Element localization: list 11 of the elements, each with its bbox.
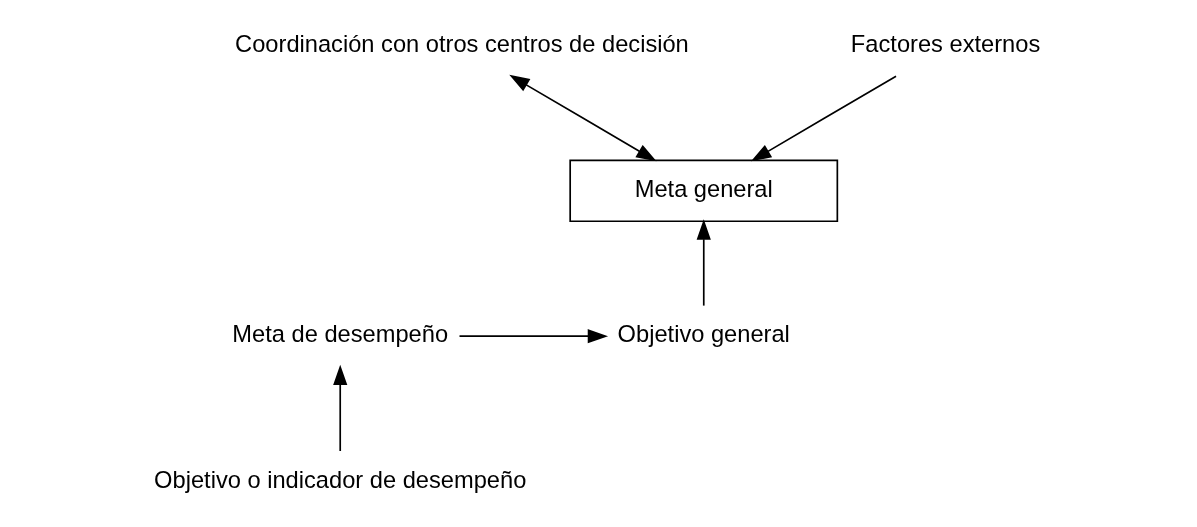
node-text: Objetivo o indicador de desempeño [154, 466, 527, 493]
node-text: Objetivo general [617, 321, 790, 348]
arrow [751, 75, 897, 162]
arrow [509, 74, 657, 162]
node-text: Coordinación con otros centros de decisión [235, 30, 689, 57]
arrow [696, 219, 711, 307]
node-text: Meta de desempeño [232, 321, 449, 348]
node-text: Factores externos [850, 30, 1041, 57]
arrow [458, 329, 609, 344]
node-box: Meta general [569, 159, 839, 223]
arrow [333, 364, 348, 452]
